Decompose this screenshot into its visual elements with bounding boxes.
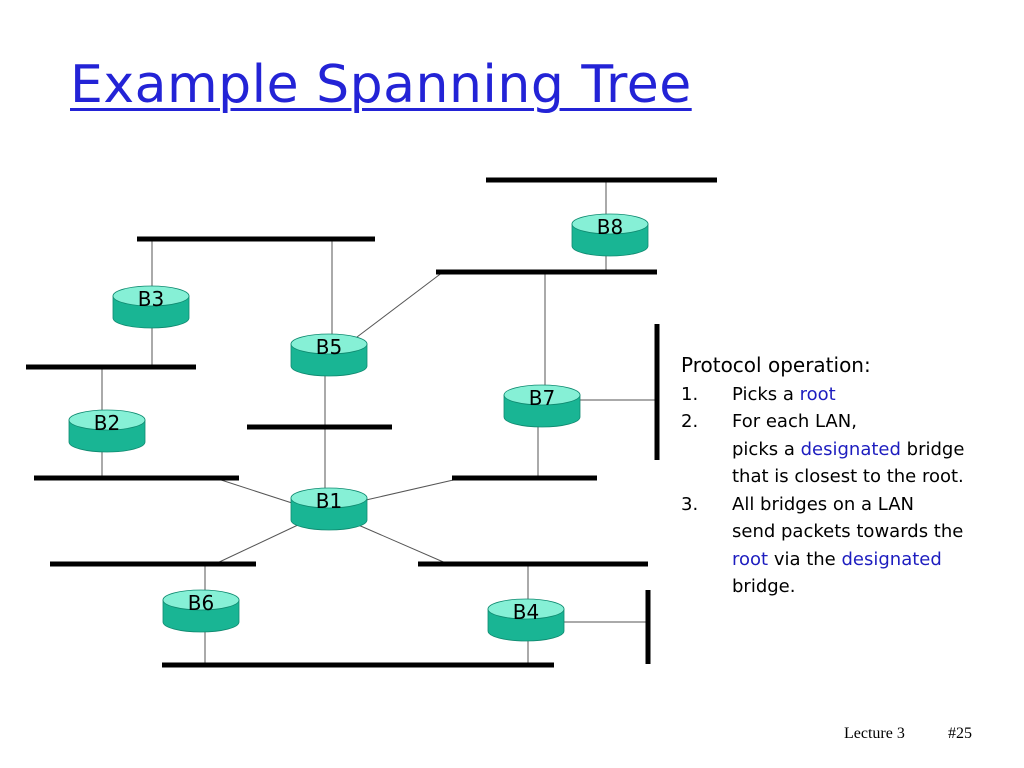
item-text: bridge. (732, 576, 796, 597)
item-text: bridge (900, 438, 965, 460)
bridge-label: B6 (188, 591, 214, 615)
bridge-b4: B4 (487, 598, 565, 642)
bridge-label: B5 (316, 335, 342, 359)
slide-title: Example Spanning Tree (70, 55, 692, 115)
footer-page-number: #25 (948, 725, 972, 742)
item-text: For each LAN, (732, 411, 857, 432)
item-text: Picks a (732, 383, 800, 405)
bridge-label: B1 (316, 489, 342, 513)
item-text: send packets towards the (732, 521, 964, 542)
item-number: 1. (681, 383, 699, 405)
bridge-top (571, 213, 649, 235)
bridge-top (112, 285, 190, 307)
bridge-top (290, 487, 368, 509)
item-text: that is closest to the root. (732, 466, 964, 487)
list-item: 3. All bridges on a LAN send packets tow… (681, 491, 1021, 601)
lan-segments (26, 177, 717, 668)
bridge-top (503, 384, 581, 406)
bridge-top (487, 598, 565, 620)
item-number: 2. (681, 411, 699, 432)
notes-heading: Protocol operation: (681, 353, 871, 377)
highlight-designated: designated (800, 438, 901, 460)
bridge-label: B2 (94, 411, 120, 435)
link-b1-lan4 (355, 523, 449, 565)
item-number: 3. (681, 493, 699, 515)
item-text: picks a (732, 438, 801, 460)
bridge-label: B8 (597, 215, 623, 239)
bridge-b3: B3 (112, 285, 190, 329)
highlight-designated: designated (841, 548, 942, 570)
bridge-b8: B8 (571, 213, 649, 257)
item-text: All bridges on a LAN (732, 493, 915, 515)
bridge-b2: B2 (68, 409, 146, 453)
highlight-root: root (799, 383, 836, 405)
link-b1-lan6 (214, 523, 301, 565)
bridge-b6: B6 (162, 589, 240, 633)
bridge-top (162, 589, 240, 611)
highlight-root: root (732, 548, 769, 570)
bridge-links (101, 180, 657, 665)
item-text-line: root via the designated (732, 546, 1021, 574)
notes-list: 1. Picks a root 2. For each LAN, picks a… (681, 381, 1021, 601)
bridge-top (68, 409, 146, 431)
link-b1-lan1 (214, 477, 293, 504)
protocol-notes: Protocol operation: 1. Picks a root 2. F… (681, 352, 1021, 601)
bridge-b1: B1 (290, 487, 368, 531)
item-text: via the (768, 548, 842, 570)
list-item: 2. For each LAN, picks a designated brid… (681, 408, 1021, 491)
link-b1-lan1b (365, 477, 463, 501)
bridge-b5: B5 (290, 333, 368, 377)
list-item: 1. Picks a root (681, 381, 1021, 409)
bridge-top (290, 333, 368, 355)
bridge-label: B3 (138, 287, 164, 311)
link-b5-lan7 (356, 271, 444, 338)
bridge-label: B7 (529, 386, 555, 410)
footer-lecture: Lecture 3 (844, 725, 905, 742)
bridge-label: B4 (513, 600, 539, 624)
bridge-b7: B7 (503, 384, 581, 428)
item-text-line: picks a designated bridge (732, 436, 1021, 464)
